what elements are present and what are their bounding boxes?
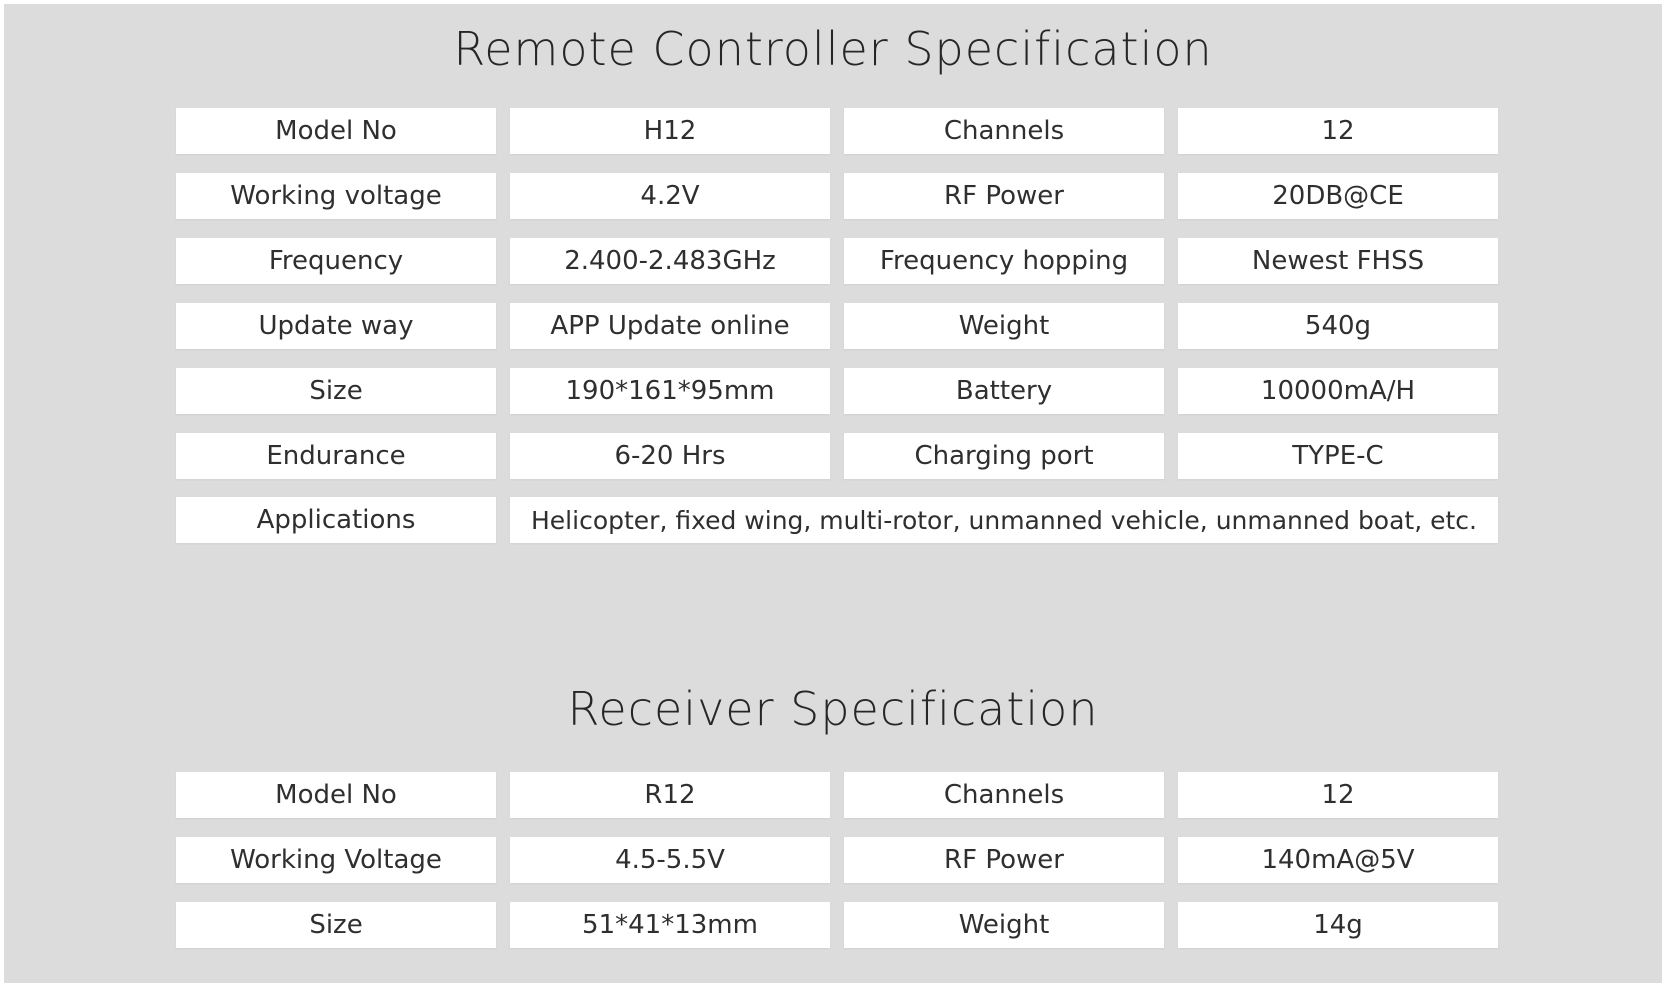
rc-row-2-value2: Newest FHSS <box>1178 238 1498 284</box>
rx-row-1-label2: RF Power <box>844 837 1164 883</box>
rc-row-5-value1: 6-20 Hrs <box>510 433 830 479</box>
rx-row-2-value2: 14g <box>1178 902 1498 948</box>
rc-row-2-value1: 2.400-2.483GHz <box>510 238 830 284</box>
rc-row-0-value2: 12 <box>1178 108 1498 154</box>
rc-row-1-value1: 4.2V <box>510 173 830 219</box>
rc-row-1-label2: RF Power <box>844 173 1164 219</box>
rc-row-3-value1: APP Update online <box>510 303 830 349</box>
rx-row-0-value1: R12 <box>510 772 830 818</box>
rx-row-2-label2: Weight <box>844 902 1164 948</box>
spec-sheet-panel: Remote Controller Specification Model No… <box>4 4 1662 983</box>
rx-row-2-label1: Size <box>176 902 496 948</box>
rc-row-0-label1: Model No <box>176 108 496 154</box>
rx-row-1-label1: Working Voltage <box>176 837 496 883</box>
rx-row-0-label2: Channels <box>844 772 1164 818</box>
rc-row-5-label2: Charging port <box>844 433 1164 479</box>
rc-row-3-label1: Update way <box>176 303 496 349</box>
rc-applications-label: Applications <box>176 497 496 543</box>
rx-row-2-value1: 51*41*13mm <box>510 902 830 948</box>
rc-row-3-label2: Weight <box>844 303 1164 349</box>
rc-row-2-label1: Frequency <box>176 238 496 284</box>
rc-row-1-value2: 20DB@CE <box>1178 173 1498 219</box>
rc-row-4-value1: 190*161*95mm <box>510 368 830 414</box>
rc-row-4-label2: Battery <box>844 368 1164 414</box>
receiver-title: Receiver Specification <box>567 682 1099 736</box>
rx-row-1-value1: 4.5-5.5V <box>510 837 830 883</box>
rc-applications-value: Helicopter, fixed wing, multi-rotor, unm… <box>510 497 1498 543</box>
rc-row-1-label1: Working voltage <box>176 173 496 219</box>
rx-row-0-label1: Model No <box>176 772 496 818</box>
rc-row-5-value2: TYPE-C <box>1178 433 1498 479</box>
rc-row-2-label2: Frequency hopping <box>844 238 1164 284</box>
rc-row-4-value2: 10000mA/H <box>1178 368 1498 414</box>
rc-row-5-label1: Endurance <box>176 433 496 479</box>
rc-row-0-value1: H12 <box>510 108 830 154</box>
rc-row-4-label1: Size <box>176 368 496 414</box>
rx-row-1-value2: 140mA@5V <box>1178 837 1498 883</box>
rx-row-0-value2: 12 <box>1178 772 1498 818</box>
rc-row-0-label2: Channels <box>844 108 1164 154</box>
remote-controller-title: Remote Controller Specification <box>453 22 1213 76</box>
rc-row-3-value2: 540g <box>1178 303 1498 349</box>
